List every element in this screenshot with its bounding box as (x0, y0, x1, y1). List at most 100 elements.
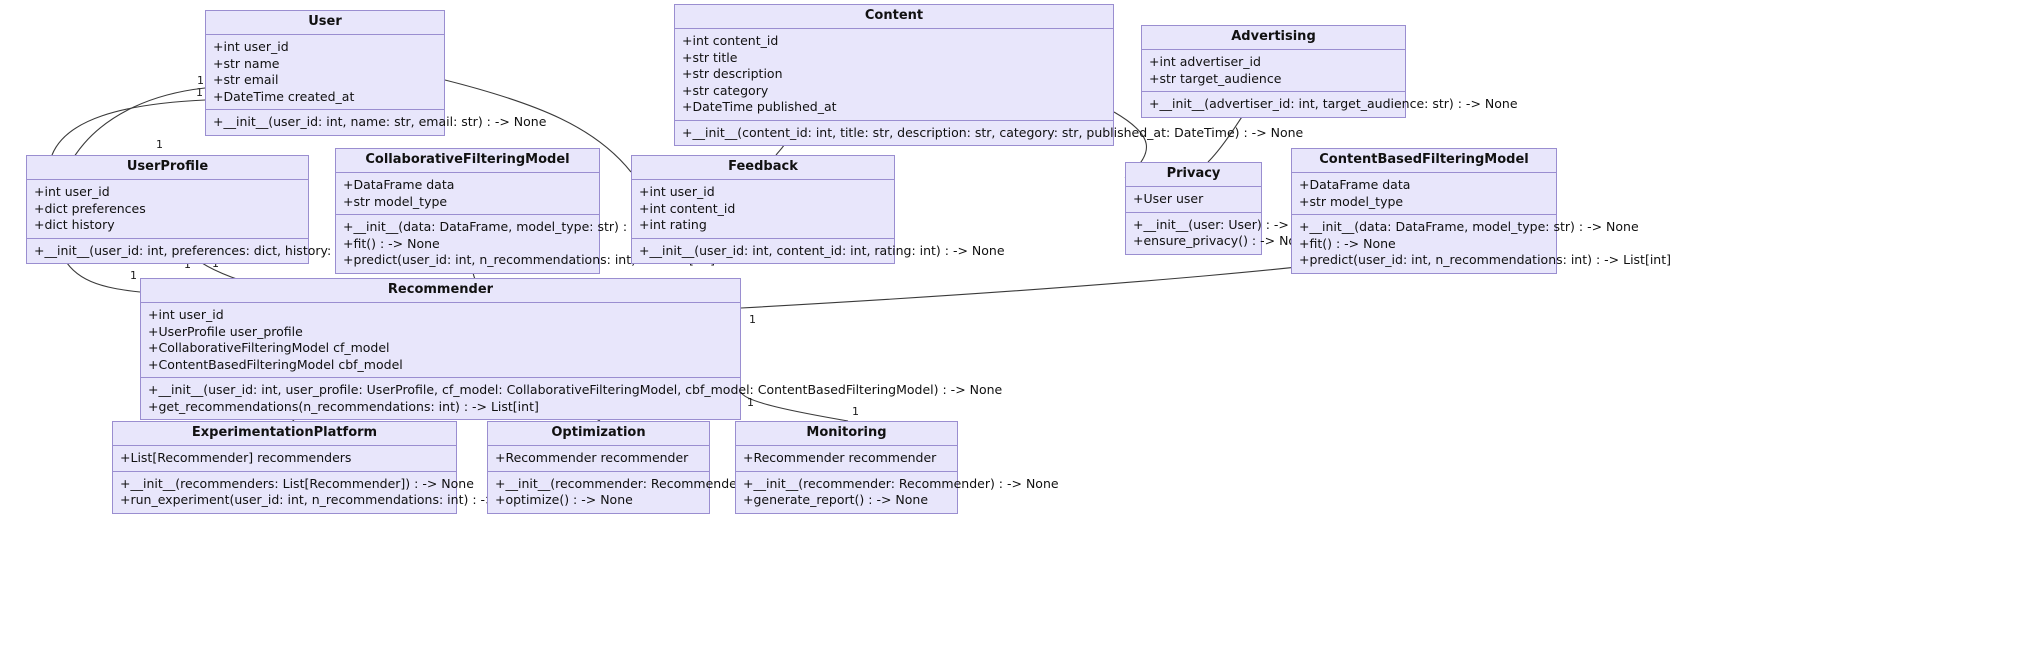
uml-methods-section: +__init__(recommender: Recommender) : ->… (488, 472, 811, 513)
uml-attribute: +int advertiser_id (1149, 54, 1261, 69)
uml-class-optimization[interactable]: Optimization+Recommender recommender +__i… (487, 421, 811, 514)
uml-attribute: +int user_id (34, 184, 110, 199)
uml-attributes-section: +int user_id+str name+str email+DateTime… (206, 35, 444, 110)
uml-method: +get_recommendations(n_recommendations: … (148, 398, 539, 414)
uml-method: +__init__(user_id: int, name: str, email… (213, 114, 547, 129)
uml-method: +__init__(data: DataFrame, model_type: s… (1299, 219, 1639, 234)
multiplicity-label: 1 (156, 138, 163, 151)
uml-attribute: +DateTime created_at (213, 88, 355, 104)
uml-class-userprofile[interactable]: UserProfile+int user_id+dict preferences… (26, 155, 427, 264)
uml-attribute: +UserProfile user_profile (148, 323, 303, 339)
uml-class-experimentationplatform[interactable]: ExperimentationPlatform+List[Recommender… (112, 421, 607, 514)
uml-attribute: +int content_id (639, 200, 736, 216)
uml-method: +__init__(content_id: int, title: str, d… (682, 124, 1304, 140)
uml-class-name: Optimization (488, 422, 709, 446)
multiplicity-label: 1 (130, 269, 137, 282)
uml-class-name: Recommender (141, 279, 740, 303)
uml-attribute: +str model_type (343, 193, 448, 209)
uml-methods-section: +__init__(user: User) : -> None+ensure_p… (1126, 213, 1326, 254)
uml-attribute: +int user_id (639, 184, 715, 199)
uml-method: +run_experiment(user_id: int, n_recommen… (120, 492, 607, 507)
uml-attribute: +DataFrame data (343, 177, 455, 192)
uml-method: +__init__(advertiser_id: int, target_aud… (1149, 96, 1518, 111)
uml-method: +optimize() : -> None (495, 492, 633, 507)
uml-attribute: +ContentBasedFilteringModel cbf_model (148, 356, 403, 372)
uml-attributes-section: +List[Recommender] recommenders (113, 446, 456, 472)
uml-attributes-section: +Recommender recommender (736, 446, 957, 472)
uml-attribute: +str category (682, 82, 769, 98)
uml-attributes-section: +DataFrame data+str model_type (1292, 173, 1556, 215)
uml-methods-section: +__init__(content_id: int, title: str, d… (675, 121, 1304, 146)
uml-attribute: +DateTime published_at (682, 99, 837, 114)
uml-attribute: +dict preferences (34, 200, 146, 216)
uml-method: +generate_report() : -> None (743, 492, 929, 507)
uml-attribute: +DataFrame data (1299, 177, 1411, 192)
uml-class-name: Content (675, 5, 1113, 29)
uml-class-content[interactable]: Content+int content_id+str title+str des… (674, 4, 1304, 146)
uml-attribute: +str description (682, 66, 783, 81)
uml-method: +__init__(recommender: Recommender) : ->… (743, 475, 1059, 491)
uml-attribute: +CollaborativeFilteringModel cf_model (148, 340, 390, 355)
uml-attribute: +List[Recommender] recommenders (120, 450, 352, 465)
multiplicity-label: 1 (197, 74, 204, 87)
uml-class-name: Privacy (1126, 163, 1261, 187)
uml-attribute: +int user_id (213, 39, 289, 54)
uml-methods-section: +__init__(user_id: int, user_profile: Us… (141, 378, 1003, 419)
uml-attributes-section: +int user_id+UserProfile user_profile+Co… (141, 303, 740, 378)
uml-attribute: +str email (213, 72, 279, 87)
uml-method: +predict(user_id: int, n_recommendations… (1299, 252, 1672, 267)
uml-class-monitoring[interactable]: Monitoring +Recommender recommender +__ini… (735, 421, 1059, 514)
uml-class-name: UserProfile (27, 156, 308, 180)
uml-method: +__init__(recommenders: List[Recommender… (120, 475, 474, 491)
uml-attributes-section: +int user_id+int content_id+int rating (632, 180, 894, 239)
uml-attributes-section: +DataFrame data+str model_type (336, 173, 599, 215)
multiplicity-label: 1 (747, 396, 754, 409)
uml-class-user[interactable]: User+int user_id+str name+str email+Date… (205, 10, 547, 136)
uml-class-recommender[interactable]: Recommender+int user_id+UserProfile user… (140, 278, 1003, 420)
uml-class-name: User (206, 11, 444, 35)
uml-attributes-section: +int content_id+str title+str descriptio… (675, 29, 1113, 121)
uml-attributes-section: +int user_id+dict preferences+dict histo… (27, 180, 308, 239)
uml-class-cbfmodel[interactable]: ContentBasedFilteringModel+DataFrame dat… (1291, 148, 1672, 274)
uml-methods-section: +__init__(user_id: int, preferences: dic… (27, 239, 427, 264)
uml-attribute: +int user_id (148, 307, 224, 322)
uml-class-name: Monitoring (736, 422, 957, 446)
uml-class-name: CollaborativeFilteringModel (336, 149, 599, 173)
uml-class-feedback[interactable]: Feedback+int user_id+int content_id+int … (631, 155, 1005, 264)
multiplicity-label: 1 (196, 86, 203, 99)
uml-method: +fit() : -> None (343, 235, 440, 251)
multiplicity-label: 1 (749, 313, 756, 326)
uml-methods-section: +__init__(recommender: Recommender) : ->… (736, 472, 1059, 513)
uml-method: +__init__(user: User) : -> None (1133, 216, 1326, 232)
association-edge-user-userprofile (51, 99, 206, 156)
uml-attribute: +Recommender recommender (743, 450, 937, 465)
uml-attributes-section: +Recommender recommender (488, 446, 709, 472)
uml-method: +__init__(recommender: Recommender) : ->… (495, 475, 811, 491)
uml-methods-section: +__init__(data: DataFrame, model_type: s… (336, 215, 716, 273)
uml-method: +__init__(data: DataFrame, model_type: s… (343, 219, 683, 234)
uml-class-name: Advertising (1142, 26, 1405, 50)
uml-method: +__init__(user_id: int, preferences: dic… (34, 242, 427, 258)
uml-attribute: +int content_id (682, 33, 779, 48)
uml-class-name: Feedback (632, 156, 894, 180)
uml-methods-section: +__init__(user_id: int, content_id: int,… (632, 239, 1005, 264)
multiplicity-label: 1 (852, 405, 859, 418)
uml-class-advertising[interactable]: Advertising+int advertiser_id+str target… (1141, 25, 1518, 118)
uml-methods-section: +__init__(user_id: int, name: str, email… (206, 110, 547, 135)
uml-attribute: +str title (682, 49, 738, 65)
uml-attributes-section: +int advertiser_id+str target_audience (1142, 50, 1405, 92)
uml-class-name: ContentBasedFilteringModel (1292, 149, 1556, 173)
uml-methods-section: +__init__(data: DataFrame, model_type: s… (1292, 215, 1672, 273)
uml-attribute: +str model_type (1299, 193, 1404, 209)
uml-class-privacy[interactable]: Privacy+User user+__init__(user: User) :… (1125, 162, 1326, 255)
uml-method: +predict(user_id: int, n_recommendations… (343, 252, 716, 267)
uml-attribute: +str name (213, 55, 280, 71)
uml-attribute: +int rating (639, 217, 707, 232)
uml-method: +__init__(user_id: int, user_profile: Us… (148, 382, 1003, 397)
uml-method: +__init__(user_id: int, content_id: int,… (639, 242, 1005, 258)
uml-methods-section: +__init__(recommenders: List[Recommender… (113, 472, 607, 513)
uml-attribute: +str target_audience (1149, 70, 1282, 86)
uml-method: +ensure_privacy() : -> None (1133, 233, 1312, 248)
uml-class-cfmodel[interactable]: CollaborativeFilteringModel+DataFrame da… (335, 148, 716, 274)
